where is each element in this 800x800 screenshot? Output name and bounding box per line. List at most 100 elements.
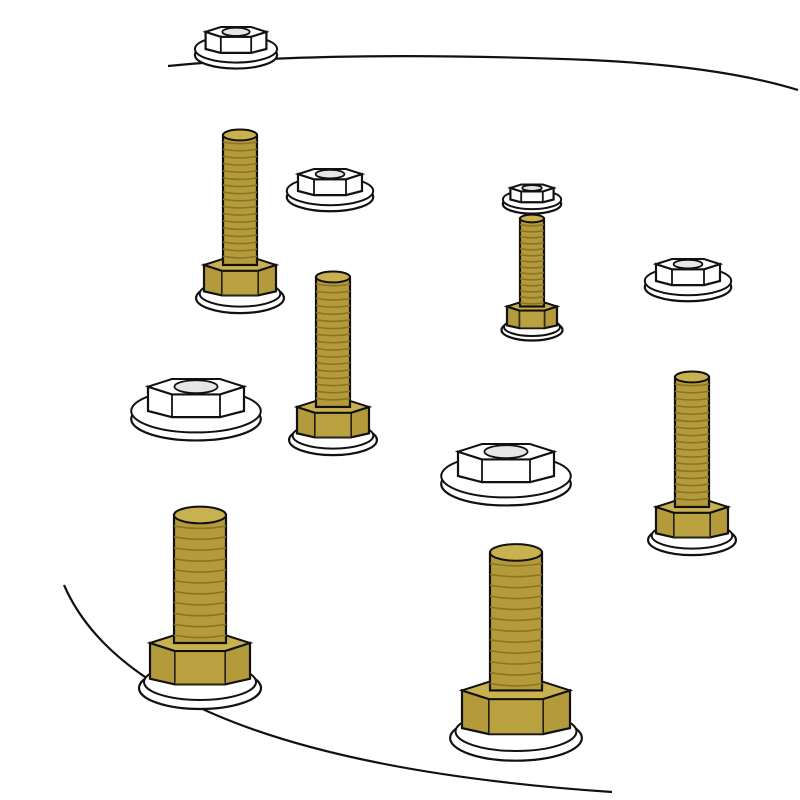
bolt-large-left-thread — [173, 536, 227, 541]
bolt-large-right-thread — [489, 682, 543, 687]
bolt-medium-right-thread — [674, 426, 710, 430]
bolt-medium-center-head-face-shade — [315, 412, 351, 438]
bolt-medium-upper-left-thread — [222, 198, 258, 202]
bolt-medium-upper-left-shank-tip — [222, 128, 258, 142]
bolt-medium-upper-left-thread — [222, 241, 258, 245]
bolt-medium-upper-left-thread — [222, 248, 258, 252]
bolt-small-right-thread — [519, 295, 545, 299]
bolt-large-left-thread — [173, 557, 227, 562]
bolt-medium-center-thread — [315, 376, 351, 380]
bolt-medium-center-thread — [315, 340, 351, 344]
bolt-medium-right-thread — [674, 433, 710, 437]
bolt-large-left-thread — [173, 568, 227, 573]
bolt-small-right-thread — [519, 229, 545, 233]
bolt-small-right-shank-tip — [519, 213, 545, 224]
bolt-medium-upper-left-thread — [222, 162, 258, 166]
bolt-large-right-head-face-shade — [489, 699, 543, 735]
bolt-medium-right-thread — [674, 390, 710, 394]
bolt-small-right-thread — [519, 277, 545, 281]
bolt-medium-upper-left — [194, 128, 286, 315]
bolt-medium-center-thread — [315, 319, 351, 323]
bolt-large-right — [449, 543, 583, 762]
parts-layer — [130, 26, 738, 762]
bolt-large-right-thread — [489, 628, 543, 633]
bolt-medium-upper-left-thread — [222, 219, 258, 224]
bolt-medium-center-thread — [315, 361, 351, 366]
bolt-medium-upper-left-thread — [222, 226, 258, 231]
bolt-large-right-thread — [489, 562, 543, 567]
bolt-medium-right-thread — [674, 483, 710, 487]
flange-nut-large-center-hole — [483, 444, 529, 460]
bolt-large-left-thread — [173, 525, 227, 530]
bolt-large-right-thread — [489, 660, 543, 665]
bolt-medium-center — [287, 270, 379, 457]
bolt-medium-center-thread — [315, 390, 351, 394]
bolt-large-right-shank — [488, 551, 544, 692]
bolt-medium-upper-left-thread — [222, 148, 258, 152]
flange-nut-right — [643, 258, 733, 303]
bolt-medium-center-thread — [315, 383, 351, 387]
flange-nut-right-hole — [672, 258, 704, 270]
surface-curve-lower — [62, 584, 613, 794]
bolt-large-left-head-face-shade — [175, 651, 225, 685]
bolt-medium-upper-left-head-face-shade — [222, 270, 258, 296]
bolt-medium-center-thread — [315, 354, 351, 358]
bolt-large-left-thread — [173, 612, 227, 617]
bolt-medium-upper-left-thread — [222, 141, 258, 145]
bolt-small-right-thread — [519, 289, 545, 293]
bolt-large-left-thread — [173, 590, 227, 595]
bolt-medium-center-thread — [315, 326, 351, 330]
bolt-small-right — [500, 213, 564, 342]
bolt-large-left-thread — [173, 634, 227, 639]
bolt-medium-right-thread — [674, 476, 710, 480]
bolt-medium-right-thread — [674, 490, 710, 494]
flange-nut-small-hole — [521, 184, 543, 192]
bolt-medium-upper-left-thread — [222, 169, 258, 174]
bolt-medium-right-thread — [674, 468, 710, 473]
bolt-medium-center-thread — [315, 283, 351, 287]
flange-nut-small — [501, 183, 563, 215]
bolt-large-right-shank-tip — [489, 543, 543, 562]
bolt-medium-upper-left-thread — [222, 155, 258, 159]
bolt-small-right-thread — [519, 265, 545, 269]
bolt-medium-right-thread — [674, 404, 710, 408]
bolt-large-left-thread — [173, 601, 227, 606]
bolt-medium-center-thread — [315, 311, 351, 316]
flange-nut-upper-hole — [314, 168, 346, 180]
bolt-medium-right-shank-tip — [674, 370, 710, 384]
bolt-large-right-thread — [489, 606, 543, 611]
bolt-small-right-thread — [519, 259, 545, 263]
bolt-medium-center-thread — [315, 333, 351, 337]
bolt-large-left-thread — [173, 623, 227, 628]
bolt-medium-center-thread — [315, 304, 351, 308]
flange-nut-top-hole — [221, 26, 251, 37]
flange-nut-large-center — [440, 443, 572, 507]
bolt-large-right-thread — [489, 595, 543, 600]
bolt-medium-upper-left-thread — [222, 212, 258, 216]
bolt-small-right-thread — [519, 283, 545, 287]
bolt-small-right-thread — [519, 223, 545, 227]
bolt-small-right-thread — [519, 271, 545, 275]
bolt-small-right-thread — [519, 301, 545, 305]
bolt-large-left-thread — [173, 546, 227, 552]
flange-nut-large-left — [130, 378, 262, 442]
bolt-small-right-thread — [519, 247, 545, 251]
bolt-medium-right-thread — [674, 447, 710, 451]
bolt-medium-right-thread — [674, 497, 710, 501]
bolt-large-left-shank — [172, 513, 228, 645]
bolt-medium-center-thread — [315, 347, 351, 351]
flange-nut-large-left-hole — [173, 379, 219, 395]
bolt-large-right-thread — [489, 617, 543, 622]
bolt-medium-center-thread — [315, 368, 351, 373]
bolt-large-right-thread — [489, 639, 543, 644]
bolt-large-right-thread — [489, 649, 543, 654]
flange-nut-upper — [285, 168, 375, 213]
bolt-large-left — [137, 505, 263, 711]
bolt-medium-center-thread — [315, 297, 351, 301]
bolt-medium-center-thread — [315, 290, 351, 294]
bolt-medium-upper-left-thread — [222, 255, 258, 259]
bolt-medium-upper-left-thread — [222, 191, 258, 195]
bolt-large-right-thread — [489, 671, 543, 676]
